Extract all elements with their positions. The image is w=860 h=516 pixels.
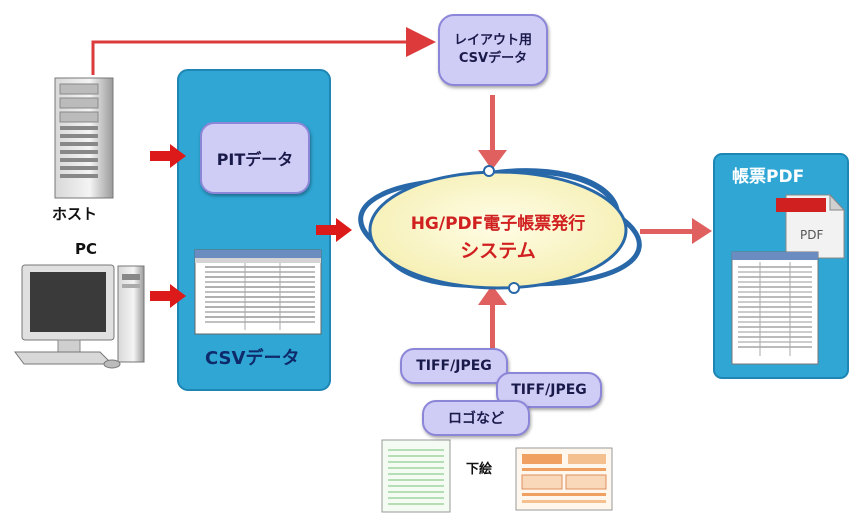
pdf-report-thumbnail <box>731 251 819 365</box>
host-to-layout-arrow <box>91 27 436 75</box>
tiff-jpeg-box-1: TIFF/JPEG <box>400 348 508 384</box>
tiff-jpeg-label-1: TIFF/JPEG <box>416 358 492 374</box>
layout-to-system-arrow <box>478 95 507 170</box>
system-ellipse <box>358 165 642 294</box>
system-title-line2: システム <box>460 240 536 262</box>
underlay-label: 下絵 <box>466 462 493 477</box>
pc-label: PC <box>75 240 98 258</box>
pit-data-box: PITデータ <box>200 122 310 194</box>
output-title: 帳票PDF <box>732 167 805 187</box>
logo-box: ロゴなど <box>422 400 530 436</box>
tiff-jpeg-label-2: TIFF/JPEG <box>511 382 587 398</box>
pc-to-csv-arrow <box>150 284 186 308</box>
pdf-document-icon <box>776 193 846 259</box>
csv-sheet-thumbnail <box>194 249 322 335</box>
underlay-lined-paper <box>381 439 451 513</box>
input-data-panel <box>177 69 331 391</box>
layout-csv-line2: CSVデータ <box>458 51 528 66</box>
panel-to-system-arrow <box>316 218 352 242</box>
host-label: ホスト <box>52 205 98 223</box>
system-to-output-arrow <box>640 218 712 244</box>
logo-label: ロゴなど <box>448 411 504 427</box>
pdf-icon-label: PDF <box>800 228 824 242</box>
host-server-icon <box>54 77 114 199</box>
host-to-pit-arrow <box>150 144 186 168</box>
system-title-line1: HG/PDF電子帳票発行 <box>410 214 586 234</box>
images-to-system-arrow <box>478 285 507 352</box>
layout-csv-line1: レイアウト用 <box>453 33 532 48</box>
csv-data-label: CSVデータ <box>205 348 300 369</box>
layout-csv-box: レイアウト用 CSVデータ <box>438 14 548 86</box>
underlay-form-paper <box>515 447 613 511</box>
pit-data-label: PITデータ <box>216 150 294 169</box>
pc-icon <box>14 264 145 369</box>
